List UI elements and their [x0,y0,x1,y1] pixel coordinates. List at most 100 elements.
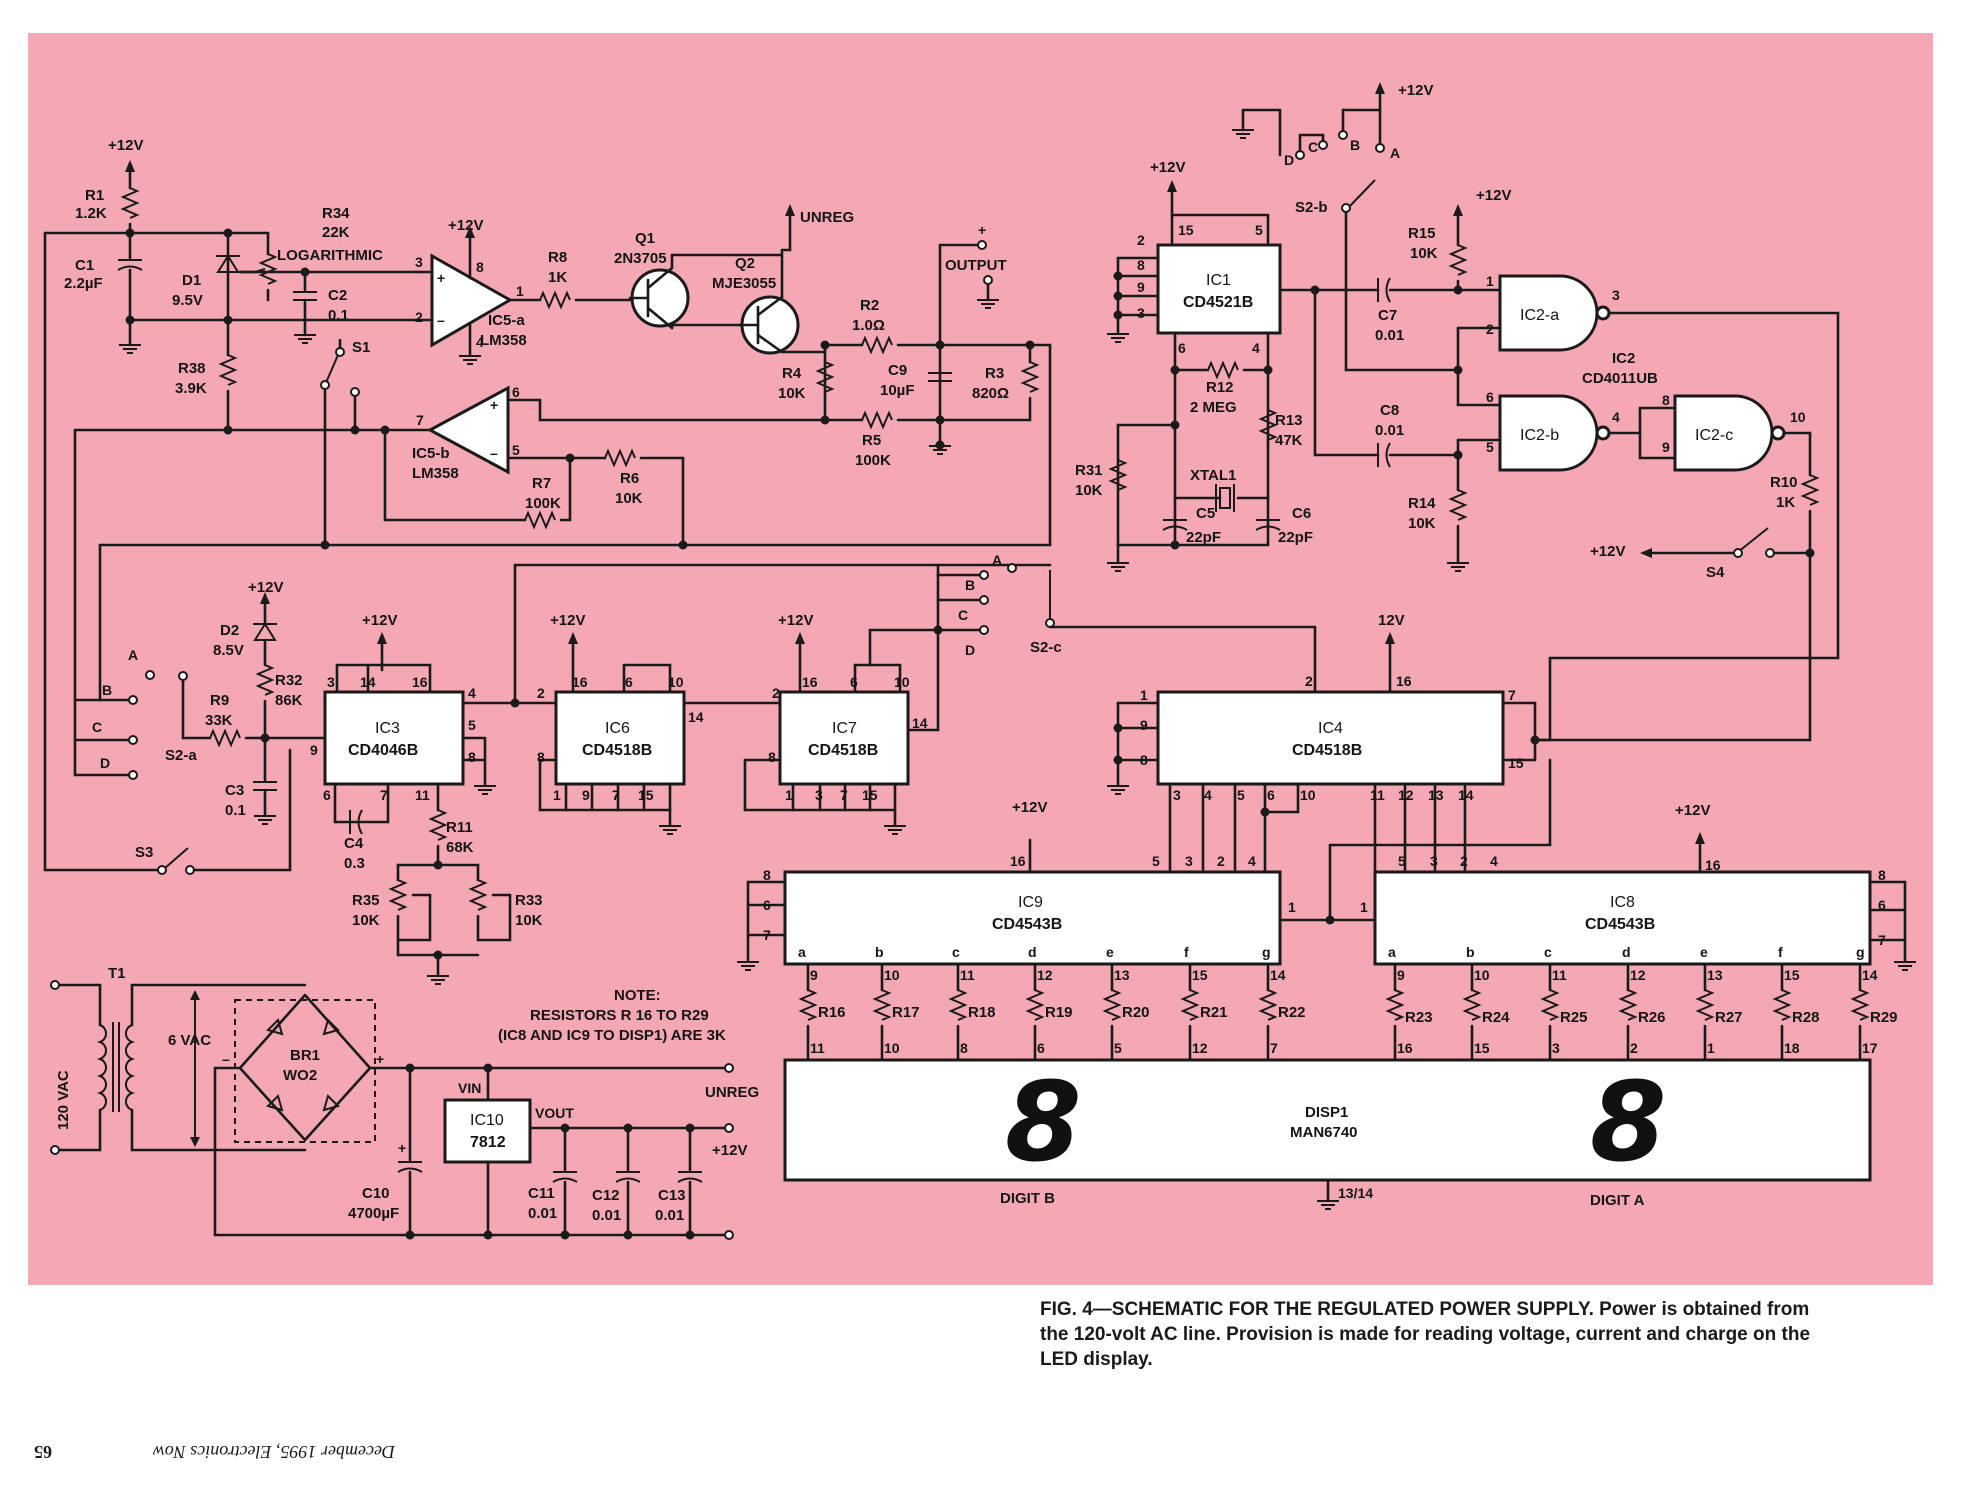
svg-text:R22: R22 [1278,1004,1306,1021]
svg-text:R24: R24 [1482,1009,1510,1026]
label-r35: R35 [352,892,380,909]
label-ic5b-part: LM358 [412,465,459,482]
label-br1-part: WO2 [283,1067,317,1084]
svg-text:17: 17 [1862,1040,1878,1056]
label-c6-val: 22pF [1278,529,1313,546]
svg-text:2: 2 [1305,673,1313,689]
svg-text:5: 5 [1237,787,1245,803]
label-ic2b: IC2-b [1520,427,1559,444]
svg-text:9: 9 [1137,279,1145,295]
segment-resistor-row [800,962,1868,1062]
svg-text:R18: R18 [968,1004,996,1021]
svg-text:15: 15 [638,787,654,803]
label-v12-s2b: +12V [1398,82,1433,99]
svg-text:R23: R23 [1405,1009,1433,1026]
svg-text:12: 12 [1037,967,1053,983]
label-c3: C3 [225,782,244,799]
svg-text:9: 9 [810,967,818,983]
svg-text:e: e [1700,944,1708,960]
caption-line2: the 120-volt AC line. Provision is made … [1040,1324,1810,1345]
svg-text:1: 1 [1288,899,1296,915]
svg-text:6: 6 [1878,897,1886,913]
label-ic10: IC10 [470,1112,504,1129]
label-r12-val: 2 MEG [1190,399,1237,416]
svg-text:R17: R17 [892,1004,920,1021]
svg-text:7: 7 [416,412,424,428]
label-ic2-part: CD4011UB [1582,370,1658,387]
svg-text:10: 10 [1790,409,1806,425]
ic6-chip [554,690,686,786]
svg-text:6: 6 [1178,340,1186,356]
label-c7-val: 0.01 [1375,327,1404,344]
svg-text:12: 12 [1398,787,1414,803]
svg-text:9: 9 [1662,439,1670,455]
label-d1-val: 9.5V [172,292,203,309]
svg-text:6: 6 [763,897,771,913]
svg-text:11: 11 [960,967,975,983]
label-unreg-ps: UNREG [705,1084,759,1101]
label-d2-val: 8.5V [213,642,244,659]
svg-text:11: 11 [415,787,430,803]
svg-text:8: 8 [763,867,771,883]
label-v12-ic8: +12V [1675,802,1710,819]
label-q2-part: MJE3055 [712,275,776,292]
label-r3: R3 [985,365,1004,382]
svg-text:6: 6 [850,674,858,690]
label-ic9: IC9 [1018,894,1043,911]
svg-text:b: b [1466,944,1475,960]
svg-text:2: 2 [1460,853,1468,869]
label-r9-val: 33K [205,712,233,729]
label-r32: R32 [275,672,303,689]
svg-text:11: 11 [1370,787,1385,803]
svg-text:16: 16 [802,674,818,690]
label-c9: C9 [888,362,907,379]
digit-a-seven-segment: 8 [1590,1058,1667,1186]
svg-text:7: 7 [1508,687,1516,703]
svg-text:16: 16 [1705,857,1721,873]
label-r1-val: 1.2K [75,205,107,222]
svg-text:3: 3 [815,787,823,803]
svg-text:R29: R29 [1870,1009,1898,1026]
svg-text:R20: R20 [1122,1004,1150,1021]
digit-b-seven-segment: 8 [1005,1058,1082,1186]
svg-text:d: d [1622,944,1631,960]
label-t1: T1 [108,965,126,982]
label-ic7: IC7 [832,720,857,737]
label-q2: Q2 [735,255,755,272]
svg-text:2: 2 [537,685,545,701]
svg-text:8: 8 [537,749,545,765]
label-ic6-part: CD4518B [582,742,652,759]
svg-text:8: 8 [1140,752,1148,768]
svg-text:R21: R21 [1200,1004,1228,1021]
ic10-regulator [443,1098,532,1164]
label-r15: R15 [1408,225,1436,242]
svg-text:9: 9 [1140,717,1148,733]
label-r10: R10 [1770,474,1798,491]
label-r15-val: 10K [1410,245,1438,262]
svg-text:A: A [992,552,1002,568]
svg-text:D: D [965,642,975,658]
label-vout: VOUT [535,1105,574,1121]
ic4-chip [1156,690,1505,786]
svg-text:A: A [128,647,138,663]
svg-text:4: 4 [1490,853,1498,869]
caption-lead: FIG. 4—SCHEMATIC FOR THE REGULATED POWER… [1040,1299,1594,1320]
svg-text:5: 5 [468,717,476,733]
svg-text:R28: R28 [1792,1009,1820,1026]
svg-text:4: 4 [1248,853,1256,869]
svg-text:12: 12 [1630,967,1646,983]
svg-text:7: 7 [1270,1040,1278,1056]
svg-text:14: 14 [1458,787,1474,803]
svg-text:4: 4 [1252,340,1260,356]
svg-text:2: 2 [772,685,780,701]
svg-text:14: 14 [1270,967,1286,983]
svg-text:D: D [1284,152,1294,168]
svg-text:1: 1 [516,283,524,299]
label-output: OUTPUT [945,257,1007,274]
ic1-chip [1156,243,1282,335]
label-r34-val: 22K [322,224,350,241]
label-s2b: S2-b [1295,199,1328,216]
svg-text:1: 1 [785,787,793,803]
svg-text:+: + [398,1140,406,1156]
svg-text:13: 13 [1114,967,1130,983]
